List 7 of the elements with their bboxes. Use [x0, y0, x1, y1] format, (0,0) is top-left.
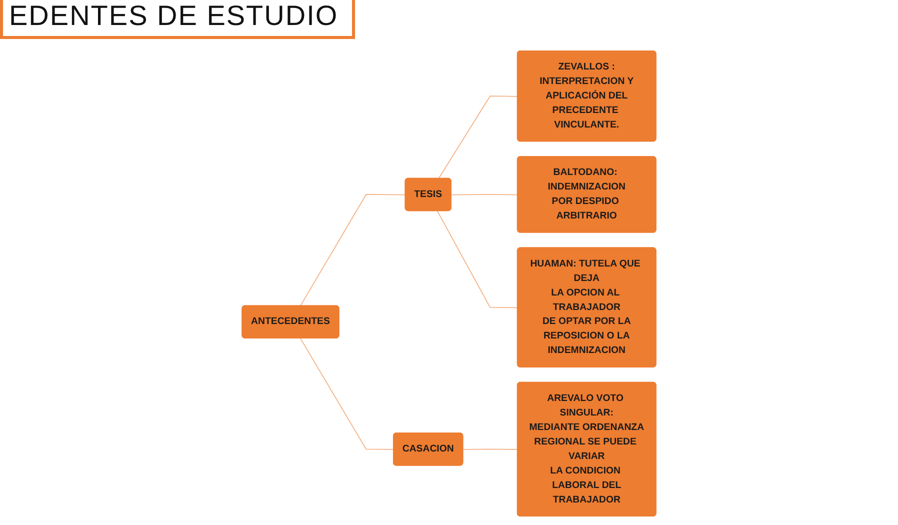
connector	[436, 210, 518, 308]
connector	[438, 96, 518, 179]
connector	[450, 194, 518, 196]
connector	[300, 338, 394, 450]
connector	[300, 194, 406, 306]
connector	[462, 448, 518, 450]
title: EDENTES DE ESTUDIO	[0, 0, 356, 39]
